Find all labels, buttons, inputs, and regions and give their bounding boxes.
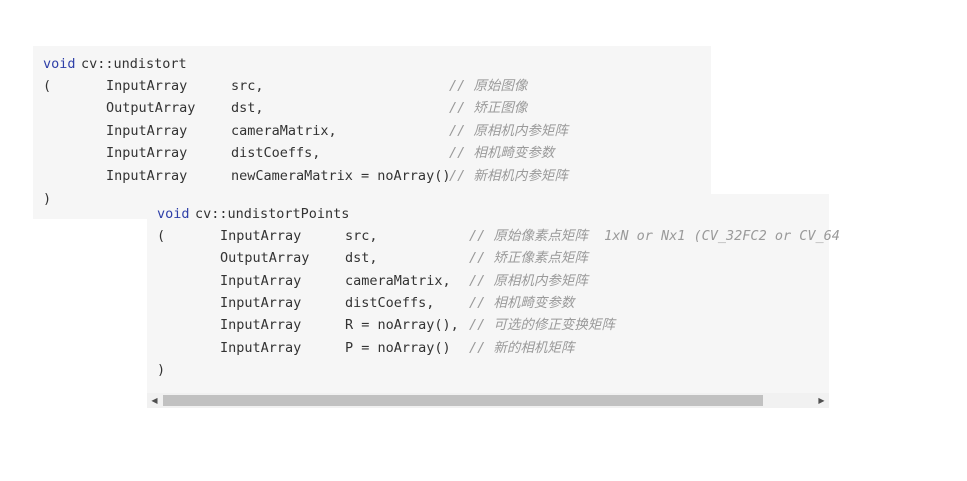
param-comment: // 相机畸变参数: [449, 145, 555, 161]
param-type: OutputArray: [220, 250, 310, 266]
param-name: cameraMatrix,: [345, 273, 451, 289]
param-type: InputArray: [106, 168, 188, 184]
param-name: dst,: [231, 100, 264, 116]
function-name: cv::undistort: [81, 56, 187, 72]
param-name: R = noArray(),: [345, 317, 459, 333]
close-paren: ): [43, 191, 52, 207]
param-type: InputArray: [220, 295, 302, 311]
close-paren: ): [157, 362, 166, 378]
param-line: InputArray cameraMatrix, // 原相机内参矩阵: [147, 270, 588, 292]
param-name: src,: [231, 78, 264, 94]
return-type-keyword: void: [43, 56, 76, 72]
function-name: cv::undistortPoints: [195, 206, 350, 222]
param-comment: // 矫正图像: [449, 100, 528, 116]
close-line: ): [147, 359, 196, 381]
param-name: P = noArray(): [345, 340, 451, 356]
param-name: src,: [345, 228, 378, 244]
param-comment: // 原相机内参矩阵: [469, 273, 588, 289]
param-comment: // 新的相机矩阵: [469, 340, 575, 356]
signature-line: void cv::undistort: [33, 53, 187, 75]
param-line: OutputArray dst, // 矫正图像: [33, 97, 527, 119]
param-comment: // 可选的修正变换矩阵: [469, 317, 615, 333]
param-type: InputArray: [220, 340, 302, 356]
horizontal-scrollbar[interactable]: ◀ ▶: [147, 393, 829, 408]
param-type: InputArray: [106, 145, 188, 161]
scroll-left-arrow-icon[interactable]: ◀: [151, 396, 158, 405]
scroll-right-arrow-icon[interactable]: ▶: [818, 396, 825, 405]
param-type: InputArray: [220, 228, 302, 244]
close-line: ): [33, 188, 82, 210]
param-type: InputArray: [220, 317, 302, 333]
param-line: InputArray distCoeffs, // 相机畸变参数: [147, 292, 574, 314]
param-name: newCameraMatrix = noArray(): [231, 168, 451, 184]
scrollbar-thumb[interactable]: [163, 395, 763, 406]
signature-line: void cv::undistortPoints: [147, 203, 349, 225]
param-line: InputArray P = noArray() // 新的相机矩阵: [147, 337, 574, 359]
open-paren: (: [157, 228, 166, 244]
param-comment: // 原始图像: [449, 78, 528, 94]
code-block-undistort-points: void cv::undistortPoints ( InputArray sr…: [147, 194, 840, 408]
open-paren: (: [43, 78, 52, 94]
param-line: ( InputArray src, // 原始像素点矩阵 1xN or Nx1 …: [147, 225, 840, 247]
param-type: OutputArray: [106, 100, 196, 116]
param-line: InputArray R = noArray(), // 可选的修正变换矩阵: [147, 314, 615, 336]
param-comment: // 原始像素点矩阵 1xN or Nx1 (CV_32FC2 or CV_64: [469, 228, 840, 244]
param-line: InputArray distCoeffs, // 相机畸变参数: [33, 142, 554, 164]
param-name: dst,: [345, 250, 378, 266]
param-comment: // 矫正像素点矩阵: [469, 250, 588, 266]
param-line: OutputArray dst, // 矫正像素点矩阵: [147, 247, 588, 269]
param-comment: // 新相机内参矩阵: [449, 168, 568, 184]
param-name: distCoeffs,: [345, 295, 435, 311]
param-name: cameraMatrix,: [231, 123, 337, 139]
param-type: InputArray: [106, 78, 188, 94]
return-type-keyword: void: [157, 206, 190, 222]
param-line: InputArray cameraMatrix, // 原相机内参矩阵: [33, 120, 568, 142]
param-comment: // 原相机内参矩阵: [449, 123, 568, 139]
param-line: InputArray newCameraMatrix = noArray() /…: [33, 165, 568, 187]
param-type: InputArray: [220, 273, 302, 289]
param-line: ( InputArray src, // 原始图像: [33, 75, 527, 97]
code-block-undistort: void cv::undistort ( InputArray src, // …: [33, 46, 711, 219]
param-comment: // 相机畸变参数: [469, 295, 575, 311]
param-type: InputArray: [106, 123, 188, 139]
param-name: distCoeffs,: [231, 145, 321, 161]
